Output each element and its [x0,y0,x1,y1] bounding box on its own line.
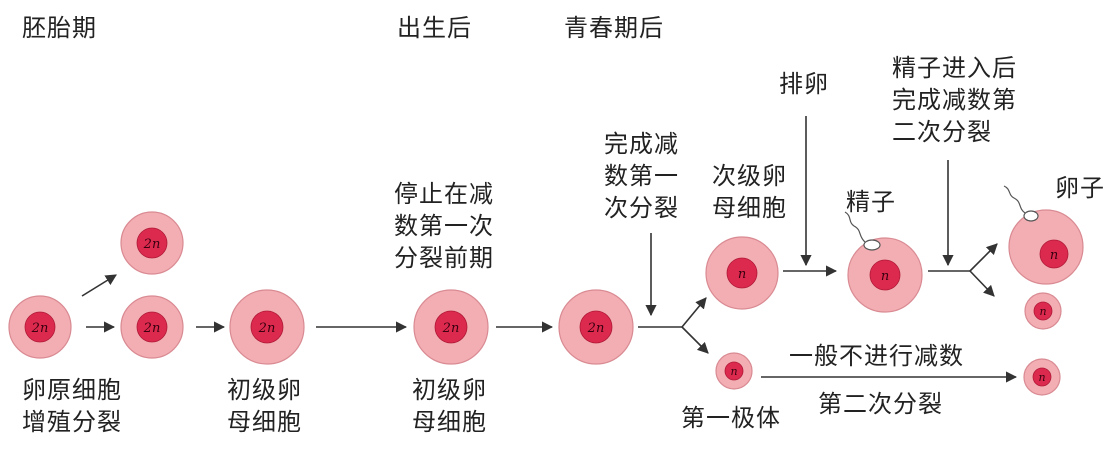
arrows [81,116,1018,383]
cell-ploidy-label: n [1038,371,1045,384]
arrow-to-secondary-oocyte [681,297,707,328]
label-sperm: 精子 [846,188,896,216]
label-sperm-entry: 精子进入后 完成减数第 二次分裂 [892,52,1017,148]
sperm-head [863,239,881,251]
label-line: 停止在减 [394,180,494,208]
label-line: 卵原细胞 [22,376,122,404]
label-line: 完成减 [604,130,679,158]
sperm-tail [1003,185,1026,214]
cell-ploidy-label: 2n [587,321,605,336]
cell-oogonium-right: 2n [120,295,184,359]
label-line: 母细胞 [227,408,302,436]
cells: 2n 2n 2n 2n 2n [8,185,1084,396]
label-complete-meiosis-1: 完成减 数第一 次分裂 [604,128,679,224]
cell-first-polar-body-end: n [1023,358,1061,396]
label-line: 精子进入后 [892,54,1017,82]
header-after-puberty: 青春期后 [564,14,664,42]
label-ovulation: 排卵 [779,70,829,98]
label-arrested-prophase-1: 停止在减 数第一次 分裂前期 [394,178,494,274]
cell-oogonium: 2n [8,295,72,359]
label-line: 完成减数第 [892,86,1017,114]
label-primary-oocyte-2: 初级卵 母细胞 [412,374,487,438]
label-no-meiosis-2-line2: 第二次分裂 [818,390,943,418]
cell-ploidy-label: 2n [143,321,161,336]
sperm-tail [844,211,866,243]
cell-ploidy-label: n [738,267,746,282]
cell-fertilized-oocyte: n [844,211,923,313]
cell-secondary-oocyte: n [705,236,779,310]
label-primary-oocyte-1: 初级卵 母细胞 [227,374,302,438]
cell-second-polar-body: n [1024,292,1062,330]
cell-ploidy-label: 2n [143,237,161,252]
cell-ploidy-label: n [1039,305,1046,318]
label-line: 次分裂 [604,194,679,222]
label-line: 初级卵 [412,376,487,404]
label-oogonia-proliferation: 卵原细胞 增殖分裂 [22,374,122,438]
label-line: 分裂前期 [394,244,494,272]
cell-ploidy-label: n [1050,248,1058,263]
cell-primary-oocyte-1: 2n [229,289,305,365]
cell-ploidy-label: 2n [31,321,49,336]
label-line: 母细胞 [712,194,787,222]
sperm-head [1023,210,1039,222]
cell-primary-oocyte-2: 2n [413,289,489,365]
cell-first-polar-body: n [715,352,753,390]
cell-ploidy-label: n [881,269,889,284]
arrow-to-polar-body [681,326,709,354]
label-first-polar-body: 第一极体 [681,404,781,432]
header-after-birth: 出生后 [397,14,472,42]
label-egg: 卵子 [1055,174,1105,202]
label-line: 次级卵 [712,162,787,190]
label-line: 数第一 [604,162,679,190]
cell-ploidy-label: 2n [442,321,460,336]
label-line: 增殖分裂 [22,408,122,436]
arrow-oogonia-up [81,274,117,297]
label-line: 初级卵 [227,376,302,404]
label-line: 数第一次 [394,212,494,240]
arrow-to-egg [969,243,998,272]
cell-primary-oocyte-puberty: 2n [558,289,634,365]
cell-ploidy-label: 2n [258,321,276,336]
cell-ploidy-label: n [730,365,737,378]
label-line: 母细胞 [412,408,487,436]
label-secondary-oocyte: 次级卵 母细胞 [712,160,787,224]
header-embryo: 胚胎期 [22,14,97,42]
label-line: 二次分裂 [892,118,992,146]
cell-oogonium-top: 2n [120,211,184,275]
label-no-meiosis-2-line1: 一般不进行减数 [789,342,964,370]
arrow-to-second-polar-body [969,270,995,297]
cell-egg: n [1003,185,1084,285]
